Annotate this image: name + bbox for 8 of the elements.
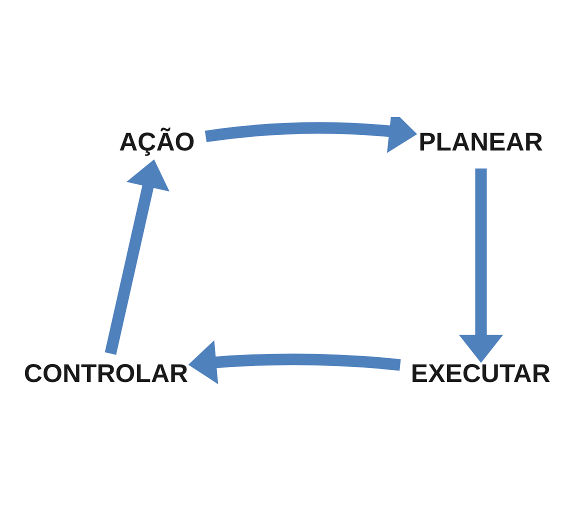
node-text: AÇÃO xyxy=(119,128,195,156)
arrow xyxy=(204,116,418,153)
arrow xyxy=(458,168,504,362)
node-text: PLANEAR xyxy=(418,128,543,156)
arrow xyxy=(188,340,401,384)
node-text: EXECUTAR xyxy=(410,359,550,388)
node-text: CONTROLAR xyxy=(24,359,188,388)
arrow xyxy=(104,158,170,354)
